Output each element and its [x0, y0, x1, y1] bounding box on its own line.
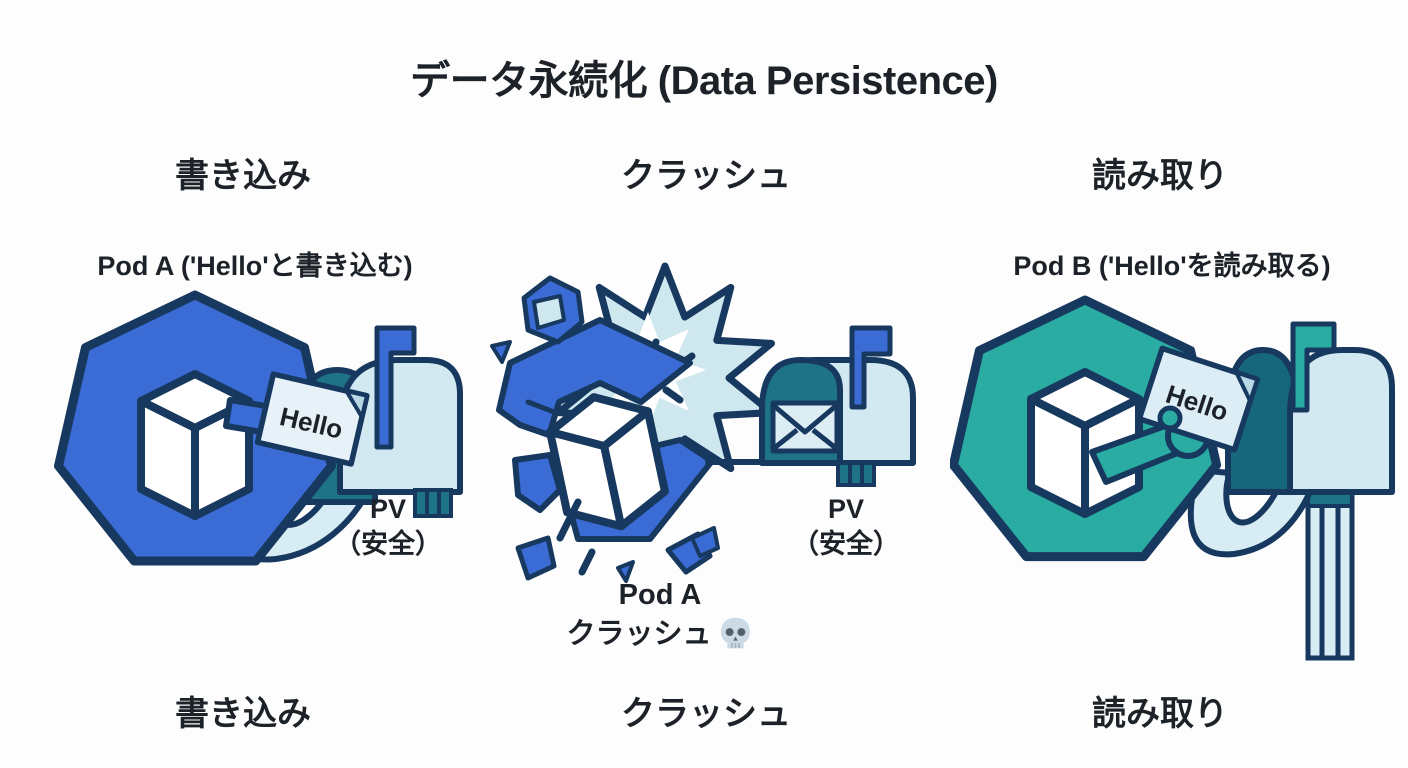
phase-label-crash-top: クラッシュ [621, 157, 791, 195]
thumb [1157, 405, 1183, 431]
pod-b-label: Pod B ('Hello'を読み取る) [1013, 251, 1331, 281]
pv-label-line1: PV [369, 494, 407, 524]
skull-icon [718, 615, 754, 651]
pv-label-write: PV （安全） [334, 492, 442, 561]
phase-label-read-bottom: 読み取り [1092, 695, 1228, 733]
folded-corner [344, 388, 369, 420]
debris-shards-icon [490, 275, 720, 583]
phase-label-crash-bottom: クラッシュ [621, 695, 791, 733]
cube-icon [546, 393, 669, 531]
pv-label-line2: （安全） [792, 528, 900, 559]
flag-icon [1290, 321, 1337, 413]
crash-caption-line1: Pod A [618, 579, 702, 611]
folded-corner [1234, 370, 1260, 404]
fall-dashes [556, 498, 596, 576]
flag-icon [849, 325, 893, 410]
flag-icon [374, 325, 417, 450]
mailbox-legs [413, 488, 453, 518]
cube-icon [137, 370, 253, 520]
crash-caption: Pod A クラッシュ [566, 576, 753, 654]
crack-line [525, 399, 557, 415]
note-card-icon: Hello [254, 371, 370, 467]
read-illustration: Hello [950, 295, 1395, 661]
crash-illustration [490, 262, 916, 583]
pv-label-line1: PV [827, 494, 865, 524]
phase-label-write-bottom: 書き込み [175, 695, 311, 733]
write-illustration: Hello [54, 290, 463, 566]
crash-caption-line2: クラッシュ [566, 615, 753, 654]
mailbox-post-icon [1305, 489, 1355, 661]
envelope-icon [770, 400, 840, 454]
mailbox-legs [836, 461, 876, 487]
pv-label-line2: （安全） [334, 528, 442, 559]
phase-label-write-top: 書き込み [175, 157, 311, 195]
phase-label-read-top: 読み取り [1092, 157, 1228, 195]
pod-a-label: Pod A ('Hello'と書き込む) [97, 251, 413, 281]
page-title: データ永続化 (Data Persistence) [410, 59, 998, 103]
pv-label-crash: PV （安全） [792, 492, 900, 561]
